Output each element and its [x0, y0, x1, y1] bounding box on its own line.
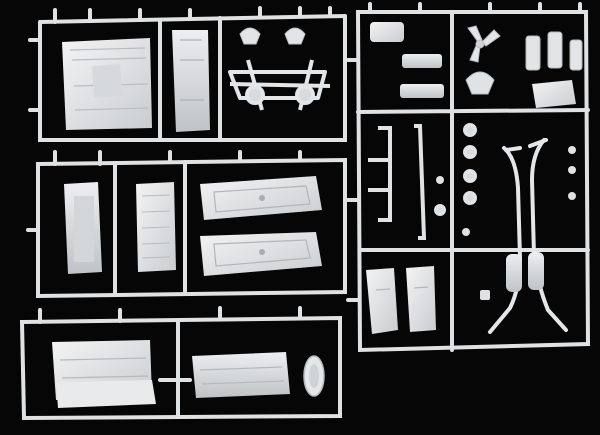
valve-covers-part [525, 31, 583, 71]
rear-package-shelf-part [64, 182, 102, 274]
alternator-part [465, 71, 495, 95]
steering-linkage-part [239, 27, 306, 45]
wheel-part [303, 355, 325, 397]
interior-panel-part [172, 30, 210, 132]
seat-back-part [136, 182, 176, 272]
engine-block-part [370, 22, 444, 98]
rear-axle-parts [368, 123, 477, 240]
front-bench-seat-part [192, 352, 290, 398]
rear-bench-seat-part [52, 340, 156, 408]
cooling-fan-part [467, 25, 501, 63]
sprue-lower-left [19, 306, 342, 421]
sprue-upper-left [28, 6, 347, 142]
sprue-middle-left [26, 150, 347, 299]
small-parts [436, 146, 576, 300]
hood-part [62, 38, 152, 130]
mufflers-part [506, 252, 544, 292]
air-cleaner-part [532, 80, 576, 108]
front-suspension-frame-part [228, 59, 331, 111]
door-panel-lower-part [200, 232, 322, 276]
transmission-part [366, 266, 436, 334]
door-panel-upper-part [200, 176, 322, 220]
